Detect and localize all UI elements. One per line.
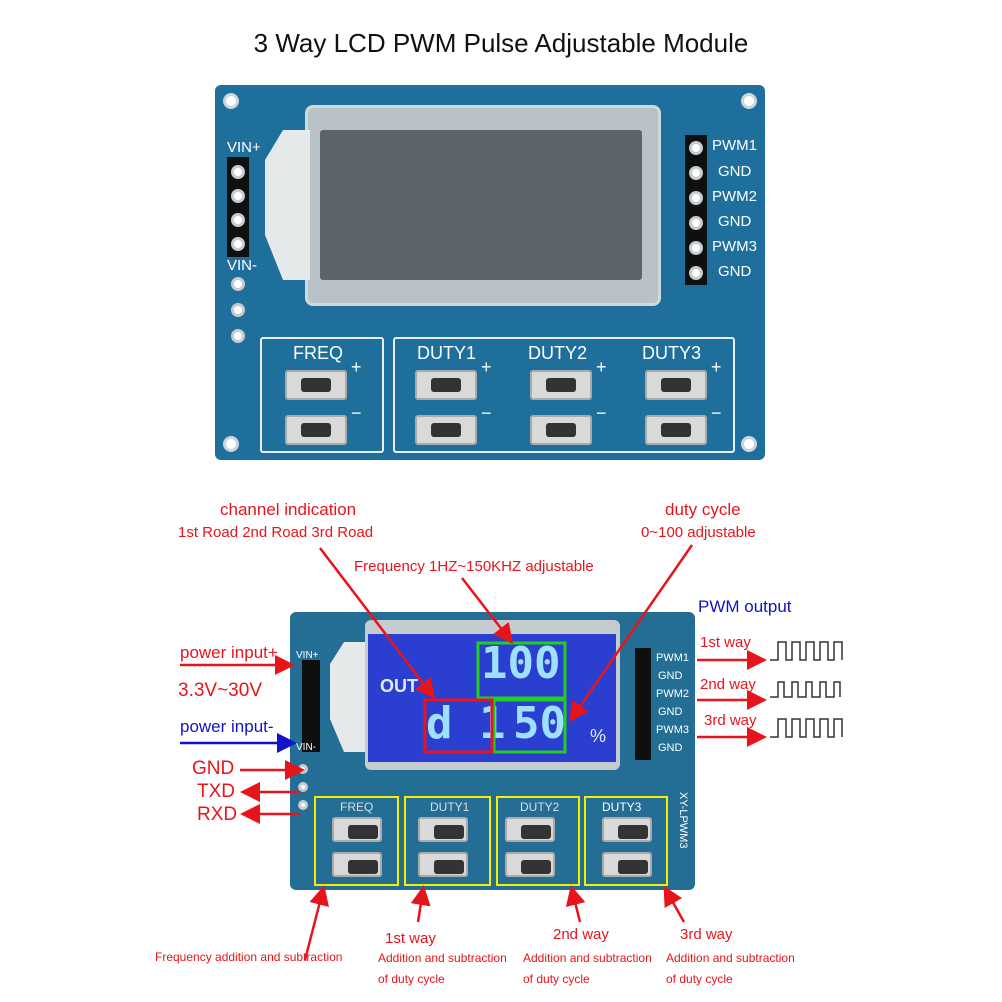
pin-label-pwm3: PWM3	[712, 238, 757, 255]
duty2-minus-button[interactable]	[505, 852, 555, 877]
duty2-minus-button[interactable]	[530, 415, 592, 445]
lcd-frequency-value: 100	[481, 638, 561, 689]
page-title: 3 Way LCD PWM Pulse Adjustable Module	[253, 28, 749, 58]
pin-label-gnd: GND	[718, 213, 752, 230]
vin-plus-label: VIN+	[296, 650, 319, 661]
top-board: VIN+ VIN- PWM1 GND PWM2 GND PWM3 GND FRE…	[215, 85, 765, 460]
duty-button-group	[393, 337, 735, 453]
duty2-plus-button[interactable]	[530, 370, 592, 400]
plus-sign: +	[596, 357, 607, 377]
channel-indication-title: channel indication	[220, 500, 357, 519]
freq-label: FREQ	[293, 343, 344, 363]
duty1-label: DUTY1	[430, 800, 470, 814]
freq-plus-button[interactable]	[285, 370, 347, 400]
plus-sign: +	[481, 357, 492, 377]
duty1-minus-button[interactable]	[418, 852, 468, 877]
bottom-board: OUT 100 d 1 50 % VIN+ VIN- PWM1 GND PWM2…	[290, 612, 695, 890]
way2-desc-1: Addition and subtraction	[523, 951, 652, 965]
gnd-label: GND	[192, 758, 235, 779]
duty3-minus-button[interactable]	[645, 415, 707, 445]
lcd-channel-value: d 1	[426, 698, 506, 749]
duty-cycle-title: duty cycle	[665, 500, 741, 519]
way3-desc-2: of duty cycle	[666, 972, 733, 986]
way1-label: 1st way	[385, 930, 436, 947]
power-input-plus-label: power input+	[180, 643, 278, 662]
lcd-screen: OUT 100 d 1 50 %	[368, 634, 616, 762]
duty3-plus-button[interactable]	[645, 370, 707, 400]
pwm-waveform-2	[770, 681, 841, 698]
pin-label-pwm2: PWM2	[656, 688, 689, 700]
plus-sign: +	[711, 357, 722, 377]
pin-label-gnd: GND	[658, 706, 683, 718]
pin-label-gnd: GND	[658, 670, 683, 682]
duty1-plus-button[interactable]	[418, 817, 468, 842]
rxd-label: RXD	[197, 804, 238, 825]
pin-label-pwm2: PWM2	[712, 188, 757, 205]
minus-sign: −	[596, 403, 607, 423]
duty2-label: DUTY2	[528, 343, 588, 363]
duty2-plus-button[interactable]	[505, 817, 555, 842]
freq-button-group	[260, 337, 384, 453]
duty1-plus-button[interactable]	[415, 370, 477, 400]
duty3-label: DUTY3	[642, 343, 702, 363]
way2-desc-2: of duty cycle	[523, 972, 590, 986]
pin-label-pwm1: PWM1	[656, 652, 689, 664]
vin-minus-label: VIN-	[296, 742, 316, 753]
pwm-waveform-3	[770, 718, 843, 738]
way3-desc-1: Addition and subtraction	[666, 951, 795, 965]
duty3-plus-button[interactable]	[602, 817, 652, 842]
plus-sign: +	[351, 357, 362, 377]
frequency-annotation: Frequency 1HZ~150KHZ adjustable	[354, 558, 594, 575]
pwm-waveforms	[770, 641, 843, 738]
freq-minus-button[interactable]	[332, 852, 382, 877]
duty1-label: DUTY1	[417, 343, 477, 363]
txd-label: TXD	[197, 781, 235, 802]
voltage-range-label: 3.3V~30V	[178, 680, 262, 701]
pin-label-pwm3: PWM3	[656, 724, 689, 736]
minus-sign: −	[481, 403, 492, 423]
way-1-label: 1st way	[700, 634, 751, 651]
pin-label-pwm1: PWM1	[712, 137, 757, 154]
freq-plus-button[interactable]	[332, 817, 382, 842]
pin-label-gnd: GND	[718, 263, 752, 280]
model-label: XY-LPWM3	[677, 792, 689, 849]
way1-desc-1: Addition and subtraction	[378, 951, 507, 965]
duty2-label: DUTY2	[520, 800, 560, 814]
duty3-minus-button[interactable]	[602, 852, 652, 877]
way2-label: 2nd way	[553, 926, 609, 943]
minus-sign: −	[351, 403, 362, 423]
way-3-label: 3rd way	[704, 712, 757, 729]
way1-desc-2: of duty cycle	[378, 972, 445, 986]
lcd-panel	[305, 105, 661, 306]
way3-label: 3rd way	[680, 926, 733, 943]
duty1-minus-button[interactable]	[415, 415, 477, 445]
channel-indication-sub: 1st Road 2nd Road 3rd Road	[178, 524, 374, 541]
vin-plus-label: VIN+	[227, 139, 261, 156]
freq-add-sub-label: Frequency addition and subtraction	[155, 950, 343, 964]
lcd-duty-value: 50	[513, 698, 566, 749]
minus-sign: −	[711, 403, 722, 423]
duty3-label: DUTY3	[602, 800, 642, 814]
pwm-waveform-1	[770, 641, 843, 661]
lcd-percent: %	[590, 726, 607, 746]
duty-cycle-sub: 0~100 adjustable	[641, 524, 756, 541]
freq-minus-button[interactable]	[285, 415, 347, 445]
pin-label-gnd: GND	[718, 163, 752, 180]
freq-label: FREQ	[340, 800, 374, 814]
way-2-label: 2nd way	[700, 676, 756, 693]
pwm-output-label: PWM output	[698, 597, 792, 616]
pin-label-gnd: GND	[658, 742, 683, 754]
vin-minus-label: VIN-	[227, 257, 257, 274]
lcd-out-label: OUT	[380, 676, 418, 696]
power-input-minus-label: power input-	[180, 717, 274, 736]
